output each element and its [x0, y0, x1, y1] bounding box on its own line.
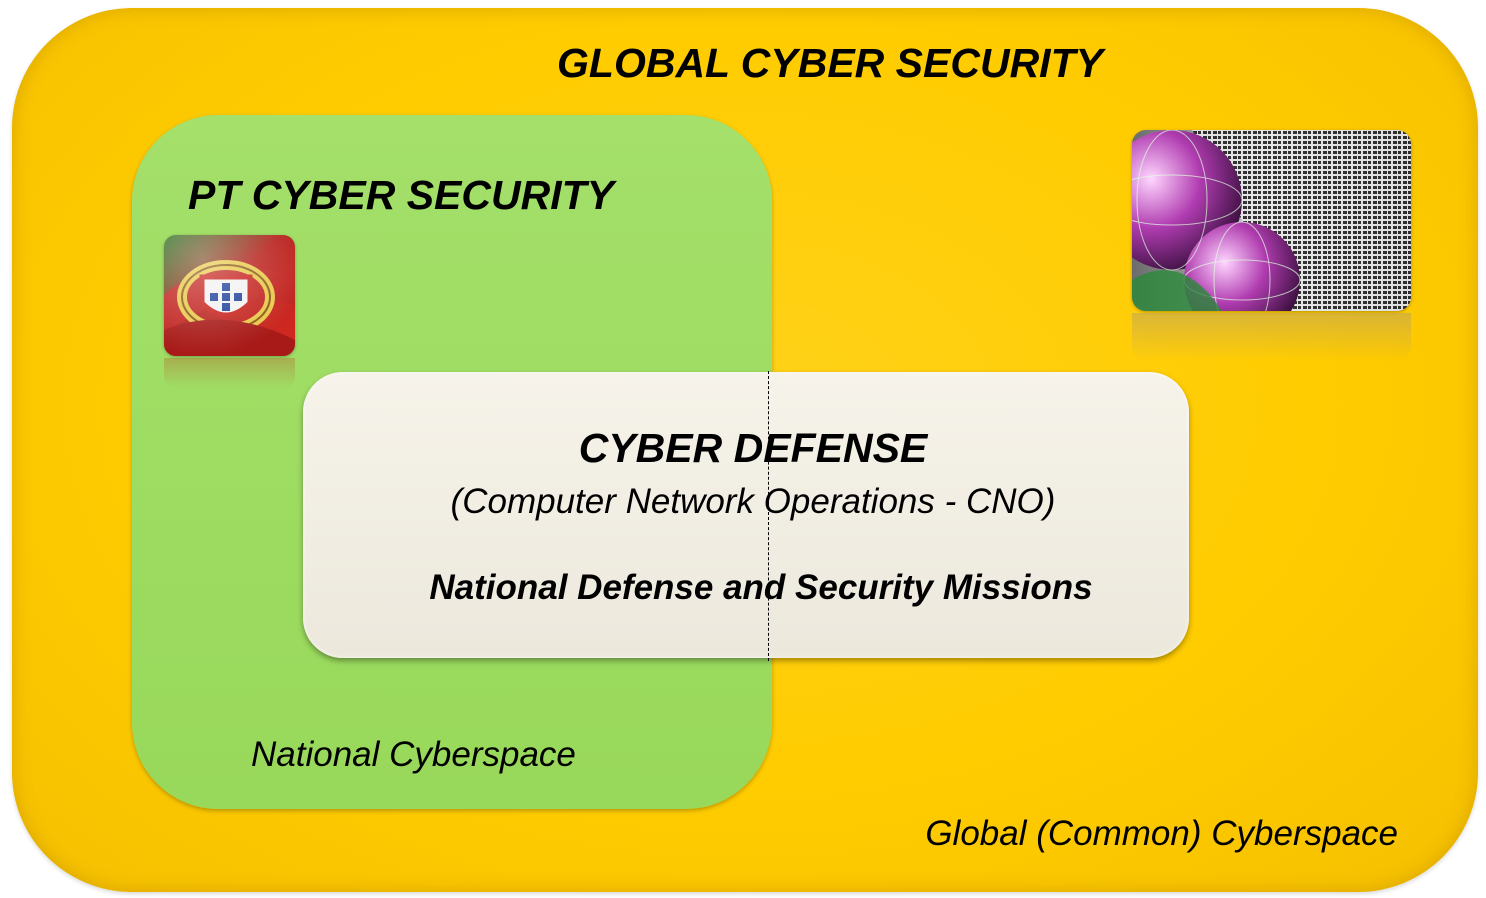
portugal-flag-icon: [164, 235, 295, 356]
global-cyber-security-title: GLOBAL CYBER SECURITY: [557, 40, 1103, 86]
cyber-defense-title: CYBER DEFENSE: [578, 425, 928, 471]
defense-missions-label: National Defense and Security Missions: [429, 568, 1093, 607]
cyber-defense-subtitle: (Computer Network Operations - CNO): [450, 482, 1056, 521]
globe-reflection: [1132, 313, 1411, 361]
global-cyberspace-label: Global (Common) Cyberspace: [925, 814, 1398, 853]
pt-cyber-security-title: PT CYBER SECURITY: [188, 172, 614, 218]
national-cyberspace-label: National Cyberspace: [251, 735, 576, 774]
boundary-dashed-line: [768, 371, 769, 661]
flag-reflection: [164, 358, 295, 388]
cyber-defense-box: [303, 372, 1189, 658]
globe-grid-icon: [1132, 130, 1411, 311]
